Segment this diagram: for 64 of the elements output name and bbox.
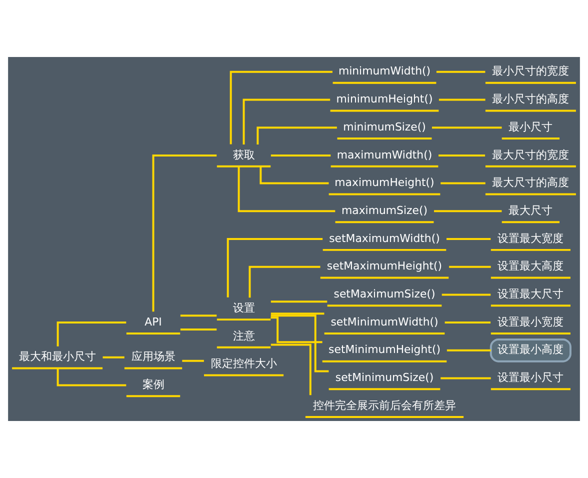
node-text: 最大和最小尺寸 <box>18 350 96 364</box>
node-text: 最小尺寸 <box>508 120 553 134</box>
connector <box>256 126 337 144</box>
connector <box>434 210 502 212</box>
connector <box>446 349 491 352</box>
node-text: setMinimumSize() <box>335 371 434 384</box>
node-box: 设置最小高度 <box>490 338 572 362</box>
node-text: 设置最小宽度 <box>498 315 564 328</box>
node-text: 最大尺寸的高度 <box>492 176 570 190</box>
connector <box>270 316 322 344</box>
connector <box>230 70 332 144</box>
node-text: 最大尺寸的宽度 <box>492 148 570 162</box>
connector <box>180 328 217 330</box>
node-text: 设置最大尺寸 <box>498 287 564 300</box>
node-text: setMaximumHeight() <box>326 260 442 273</box>
node-text: maximumHeight() <box>334 176 434 190</box>
node-text: 控件完全展示前后会有所差异 <box>313 398 456 412</box>
node-text: maximumSize() <box>342 204 428 217</box>
connector <box>438 98 486 101</box>
node-text: setMaximumSize() <box>334 287 436 300</box>
node-text: 应用场景 <box>131 350 176 364</box>
connector <box>442 294 491 296</box>
connector <box>436 70 486 73</box>
node-text: maximumWidth() <box>336 148 432 162</box>
node-text: setMinimumHeight() <box>328 343 440 356</box>
node-text: 注意 <box>232 329 255 342</box>
connector <box>238 166 336 212</box>
connector <box>270 300 328 303</box>
connector <box>449 266 491 268</box>
connector <box>438 154 486 156</box>
connector <box>270 344 312 396</box>
connector <box>102 356 124 358</box>
node-text: setMinimumWidth() <box>330 315 438 328</box>
connector <box>270 154 331 156</box>
connector <box>180 314 217 317</box>
node-text: minimumWidth() <box>338 64 431 78</box>
node-text: API <box>144 315 162 328</box>
connector <box>270 312 324 315</box>
node-text: 设置最小尺寸 <box>498 371 564 384</box>
node-text: 最小尺寸的高度 <box>492 92 570 106</box>
connector <box>248 266 320 298</box>
connector <box>446 238 491 240</box>
connector <box>444 322 491 324</box>
connector <box>260 166 329 184</box>
connector <box>440 377 491 380</box>
node-text: 最大尺寸 <box>508 204 553 217</box>
node-text: 设置最大高度 <box>498 260 564 273</box>
connector <box>226 238 323 298</box>
connector <box>242 98 330 144</box>
connector <box>432 126 502 129</box>
connector <box>56 322 126 346</box>
node-text: 获取 <box>232 148 255 162</box>
node-text: minimumSize() <box>343 120 426 134</box>
node-text: 限定控件大小 <box>210 357 277 370</box>
node-text: 案例 <box>142 378 164 391</box>
connector <box>152 154 217 312</box>
node-text: setMaximumWidth() <box>329 232 440 245</box>
connector <box>270 314 329 372</box>
node-text: 设置最大宽度 <box>498 232 564 245</box>
node-text: 设置 <box>232 301 255 314</box>
connector <box>440 182 486 184</box>
connector <box>182 360 204 362</box>
node-text: minimumHeight() <box>336 92 433 106</box>
node-text: 最小尺寸的宽度 <box>492 64 570 78</box>
